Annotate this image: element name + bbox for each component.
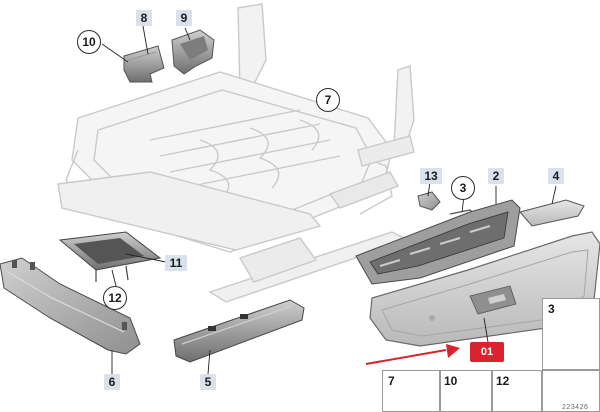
part-trim-6	[0, 257, 141, 355]
callout-7[interactable]: 7	[316, 88, 340, 112]
callout-3[interactable]: 3	[451, 176, 475, 200]
part-rail-cover-5	[173, 299, 305, 363]
callout-01-highlighted[interactable]: 01	[470, 342, 504, 362]
catalog-number: 223426	[562, 404, 589, 411]
callout-6[interactable]: 6	[104, 374, 120, 390]
callout-10[interactable]: 10	[77, 30, 101, 54]
part-plate-11	[58, 231, 162, 282]
callout-11[interactable]: 11	[165, 255, 187, 271]
part-cover-9	[171, 29, 215, 75]
callout-8[interactable]: 8	[136, 10, 152, 26]
part-clip-13	[417, 191, 441, 211]
part-bracket-8	[123, 45, 165, 83]
hardware-label-10: 10	[444, 374, 458, 388]
callout-9[interactable]: 9	[176, 10, 192, 26]
hardware-label-3: 3	[548, 302, 555, 316]
callout-2[interactable]: 2	[488, 168, 504, 184]
part-cap-4	[519, 199, 585, 227]
red-arrow	[365, 344, 460, 365]
callout-12[interactable]: 12	[103, 286, 127, 310]
seat-frame	[57, 3, 415, 303]
callout-5[interactable]: 5	[200, 374, 216, 390]
hardware-box-screw-3	[542, 298, 600, 370]
leader-lines	[101, 25, 557, 375]
callout-4[interactable]: 4	[548, 168, 564, 184]
part-carrier-2	[355, 199, 521, 285]
hardware-label-7: 7	[388, 374, 395, 388]
hardware-label-12: 12	[496, 374, 510, 388]
callout-13[interactable]: 13	[420, 168, 442, 184]
